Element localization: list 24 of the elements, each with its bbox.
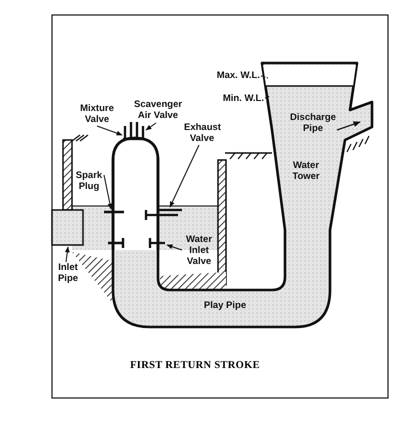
region-label: Water Tower bbox=[291, 160, 321, 182]
leader-line bbox=[64, 246, 70, 262]
part-label: Scavenger Air Valve bbox=[134, 99, 182, 121]
leader-line bbox=[166, 244, 182, 250]
part-label: Mixture Valve bbox=[78, 103, 116, 125]
spark-plug-symbol bbox=[104, 210, 124, 214]
part-label: Min. W.L. bbox=[214, 93, 264, 104]
leader-line bbox=[260, 76, 268, 78]
leader-line bbox=[104, 174, 112, 210]
inlet-pipe bbox=[51, 209, 84, 246]
part-label: Spark Plug bbox=[74, 170, 104, 192]
leader-line bbox=[96, 126, 123, 136]
valve-symbol bbox=[148, 236, 166, 250]
part-label: Max. W.L. bbox=[210, 70, 260, 81]
region-label: Play Pipe bbox=[202, 300, 248, 311]
caption: FIRST RETURN STROKE bbox=[129, 360, 261, 371]
region-label: Discharge Pipe bbox=[289, 112, 337, 134]
leader-line bbox=[146, 122, 156, 130]
leader-line bbox=[264, 96, 270, 98]
leader-line bbox=[170, 144, 200, 208]
valve-symbol bbox=[144, 208, 184, 222]
part-label: Exhaust Valve bbox=[184, 122, 220, 144]
part-label: Inlet Pipe bbox=[50, 262, 86, 284]
part-label: Water Inlet Valve bbox=[180, 234, 218, 267]
